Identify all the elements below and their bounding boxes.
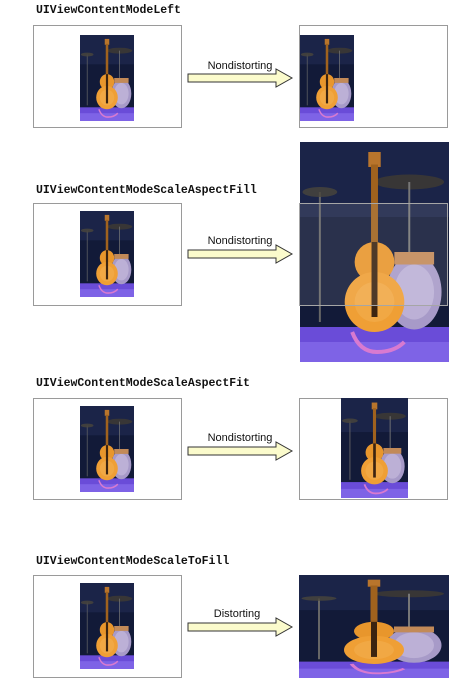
arrow-label: Nondistorting: [207, 235, 273, 247]
source-photo: [80, 406, 134, 492]
result-photo: [300, 35, 354, 121]
row-title-left: UIViewContentModeLeft: [36, 4, 181, 17]
row-title-aspect-fill: UIViewContentModeScaleAspectFill: [36, 184, 257, 197]
right-arrow-icon: [187, 244, 294, 264]
right-arrow-icon: [187, 441, 294, 461]
row-title-aspect-fit: UIViewContentModeScaleAspectFit: [36, 377, 250, 390]
source-photo: [80, 211, 134, 297]
right-arrow-icon: [187, 68, 294, 88]
arrow-label: Distorting: [213, 608, 261, 620]
arrow-label: Nondistorting: [207, 432, 273, 444]
source-photo: [80, 35, 134, 121]
result-view-frame: [299, 203, 448, 306]
row-title-scale-to-fill: UIViewContentModeScaleToFill: [36, 555, 230, 568]
source-photo: [80, 583, 134, 669]
result-photo: [341, 398, 408, 498]
result-photo-stretched: [299, 575, 449, 678]
arrow-label: Nondistorting: [207, 60, 273, 72]
right-arrow-icon: [187, 617, 294, 637]
